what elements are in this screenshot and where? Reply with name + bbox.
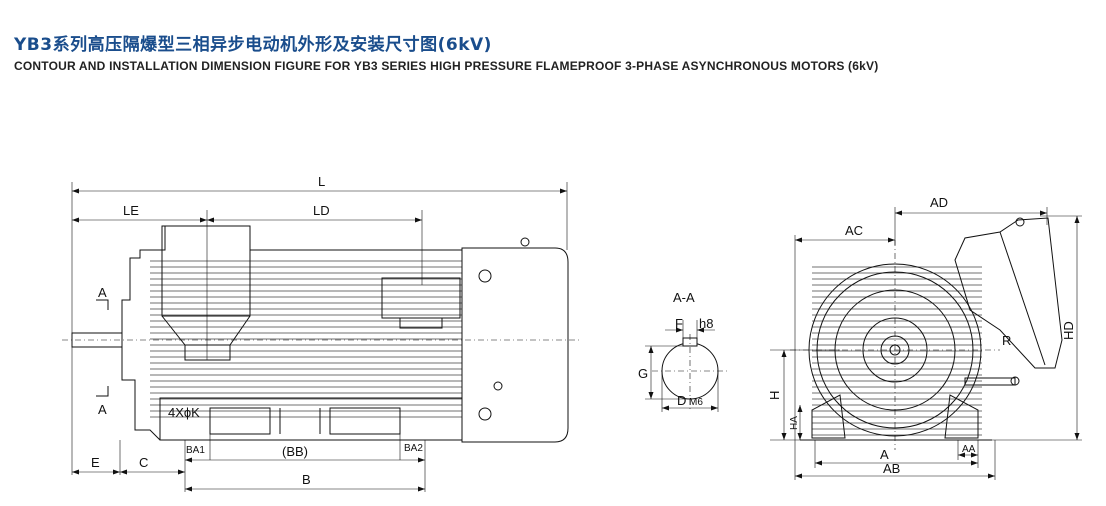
section-title: A-A (673, 290, 695, 305)
title-chinese: YB3系列高压隔爆型三相异步电动机外形及安装尺寸图(6kV) (14, 35, 492, 55)
dim-HA-label: HA (789, 416, 800, 430)
dim-H-label: H (767, 391, 782, 400)
section-view: A-A F h8 G D M6 (638, 290, 728, 412)
dim-D-label: D (677, 393, 686, 408)
dim-AB-label: AB (883, 461, 900, 476)
dim-M6-label: M6 (689, 397, 703, 408)
dim-LE-label: LE (123, 203, 139, 218)
dim-G-label: G (638, 366, 648, 381)
dim-F-label: F (675, 316, 683, 331)
section-mark-bottom: A (98, 402, 107, 417)
dim-h8-label: h8 (699, 316, 713, 331)
dim-AC-label: AC (845, 223, 863, 238)
dim-R-label: R (1002, 333, 1011, 348)
title-english: CONTOUR AND INSTALLATION DIMENSION FIGUR… (14, 59, 879, 73)
dim-LD-label: LD (313, 203, 330, 218)
dim-BA2-label: BA2 (404, 443, 423, 454)
dim-B-label: B (302, 472, 311, 487)
side-view: L LE LD A A 4XϕK E C BA1 (BB) BA2 B (62, 174, 580, 492)
dim-E-label: E (91, 455, 100, 470)
dim-AA-label: AA (962, 444, 976, 455)
dim-L-label: L (318, 174, 325, 189)
dim-holes-label: 4XϕK (168, 405, 200, 420)
dim-A-label: A (880, 447, 889, 462)
dim-C-label: C (139, 455, 148, 470)
dim-HD-label: HD (1061, 321, 1076, 340)
dim-AD-label: AD (930, 195, 948, 210)
section-mark-top: A (98, 285, 107, 300)
dim-BA1-label: BA1 (186, 445, 205, 456)
end-view: AD AC HD R H HA A AA AB (767, 195, 1082, 480)
dim-BB-label: (BB) (282, 444, 308, 459)
